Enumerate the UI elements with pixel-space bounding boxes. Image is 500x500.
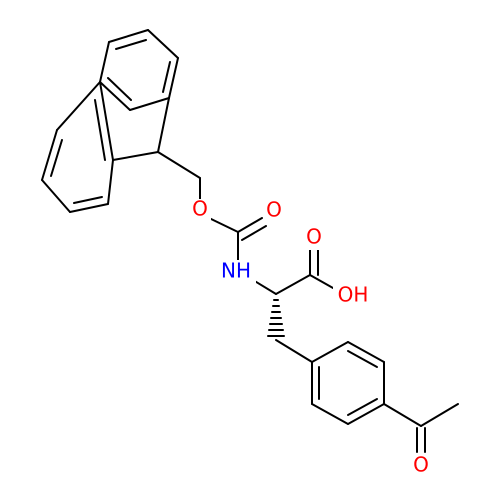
bonds-layer: [41, 29, 459, 453]
bond-inner: [347, 350, 378, 368]
carbonyl-oxygen-label: O: [266, 198, 282, 222]
bond: [41, 179, 71, 213]
bond-inner: [94, 99, 106, 161]
bond-inner: [162, 61, 171, 93]
acid-carbonyl-oxygen-label: O: [306, 225, 322, 249]
bond: [129, 97, 170, 111]
bond-inner: [347, 398, 378, 416]
bond: [108, 29, 149, 43]
bond: [99, 81, 114, 161]
bond: [147, 29, 179, 59]
bond: [208, 217, 239, 233]
bond: [99, 81, 131, 111]
bond: [275, 274, 311, 295]
bond: [347, 403, 385, 425]
ester-oxygen-label: O: [192, 197, 208, 221]
amide-nitrogen-label: NH: [221, 259, 251, 283]
bond: [275, 339, 313, 363]
atom-labels-layer: O O NH O OH O: [189, 197, 432, 478]
bond: [383, 403, 422, 427]
acid-hydroxyl-label: OH: [338, 283, 369, 307]
bond-inner: [73, 196, 103, 204]
bond-inner: [115, 39, 147, 50]
bond: [237, 217, 263, 233]
bond: [347, 341, 385, 363]
bond: [311, 403, 349, 425]
stereo-hash-bond: [267, 299, 285, 337]
bond: [157, 151, 201, 179]
bond: [157, 97, 170, 153]
bond: [168, 57, 179, 99]
bond: [69, 203, 109, 213]
bond: [107, 159, 114, 205]
bond-inner: [50, 139, 63, 177]
bond: [56, 81, 101, 131]
bond: [41, 129, 58, 181]
bond: [311, 341, 349, 363]
ketone-oxygen-label: O: [413, 453, 429, 477]
bond: [252, 279, 277, 295]
bond: [241, 225, 267, 241]
bond-inner: [107, 77, 132, 101]
bond: [420, 403, 459, 427]
bond: [112, 151, 159, 161]
bond: [309, 274, 334, 289]
bond: [99, 41, 110, 83]
